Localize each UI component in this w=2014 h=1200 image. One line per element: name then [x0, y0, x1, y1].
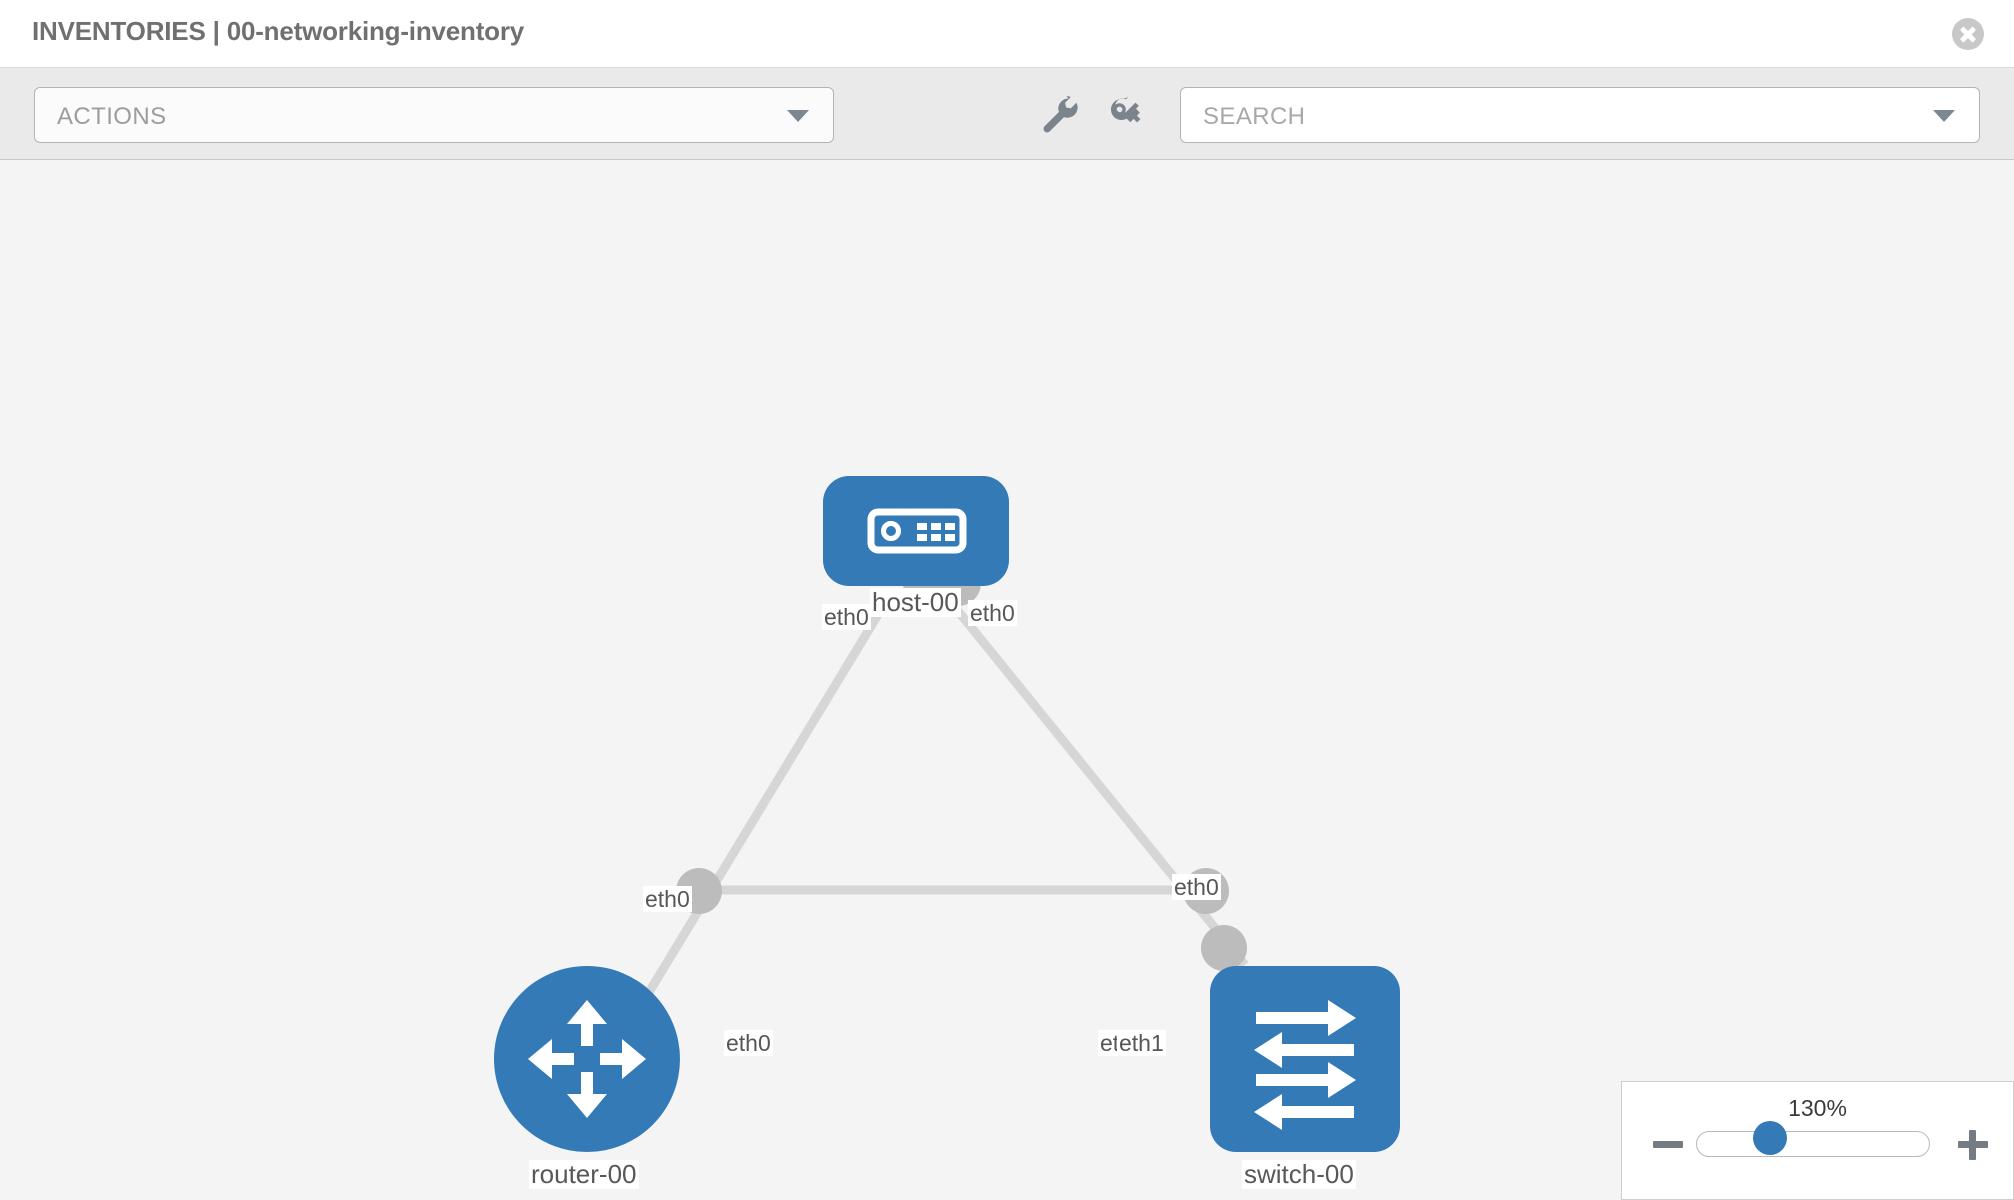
edge-label-host-eth0-right: eth0: [968, 600, 1017, 627]
edge-label-router-eth0-up: eth0: [643, 886, 692, 913]
topology-edges: [616, 592, 1249, 1043]
zoom-slider-track[interactable]: [1696, 1131, 1930, 1157]
topology-canvas[interactable]: host-00 router-00 switch-00 eth0 eth0 et…: [0, 160, 2014, 1200]
page-title: INVENTORIES | 00-networking-inventory: [32, 16, 525, 46]
zoom-control-panel: 130%: [1621, 1081, 2014, 1200]
node-label-router-00: router-00: [529, 1159, 639, 1189]
minus-icon-stroke: [1653, 1141, 1683, 1148]
toolbar: ACTIONS SEARCH: [0, 68, 2014, 160]
zoom-slider-thumb[interactable]: [1753, 1121, 1787, 1155]
node-label-switch-00: switch-00: [1242, 1159, 1356, 1189]
port-stub-switch-top[interactable]: [1201, 925, 1247, 971]
actions-dropdown-label: ACTIONS: [57, 103, 167, 130]
edge-label-router-eth0-right: eth0: [724, 1030, 773, 1057]
search-placeholder: SEARCH: [1203, 103, 1306, 130]
edge-label-host-eth0-left: eth0: [822, 604, 871, 631]
plus-icon[interactable]: [1957, 1128, 1991, 1162]
close-icon[interactable]: [1952, 18, 1984, 50]
switch-arrows-icon: [1210, 966, 1400, 1152]
chevron-down-icon[interactable]: [1933, 110, 1955, 122]
zoom-level-label: 130%: [1788, 1095, 1847, 1121]
page-header: INVENTORIES | 00-networking-inventory: [0, 0, 2014, 68]
actions-dropdown[interactable]: ACTIONS: [34, 87, 834, 143]
edge-host-router: [616, 592, 894, 1043]
minus-icon[interactable]: [1652, 1128, 1686, 1162]
node-label-host-00: host-00: [870, 587, 961, 617]
key-icon[interactable]: [1100, 88, 1154, 142]
plus-icon-stroke-v: [1969, 1130, 1976, 1160]
edge-label-switch-eth1-left-front: eth1: [1117, 1030, 1166, 1057]
chevron-down-icon: [787, 110, 809, 122]
server-icon: [823, 476, 1009, 586]
edge-label-switch-eth0-up: eth0: [1172, 874, 1221, 901]
router-arrows-icon: [494, 966, 680, 1152]
search-input[interactable]: SEARCH: [1180, 87, 1980, 143]
wrench-icon[interactable]: [1032, 88, 1086, 142]
